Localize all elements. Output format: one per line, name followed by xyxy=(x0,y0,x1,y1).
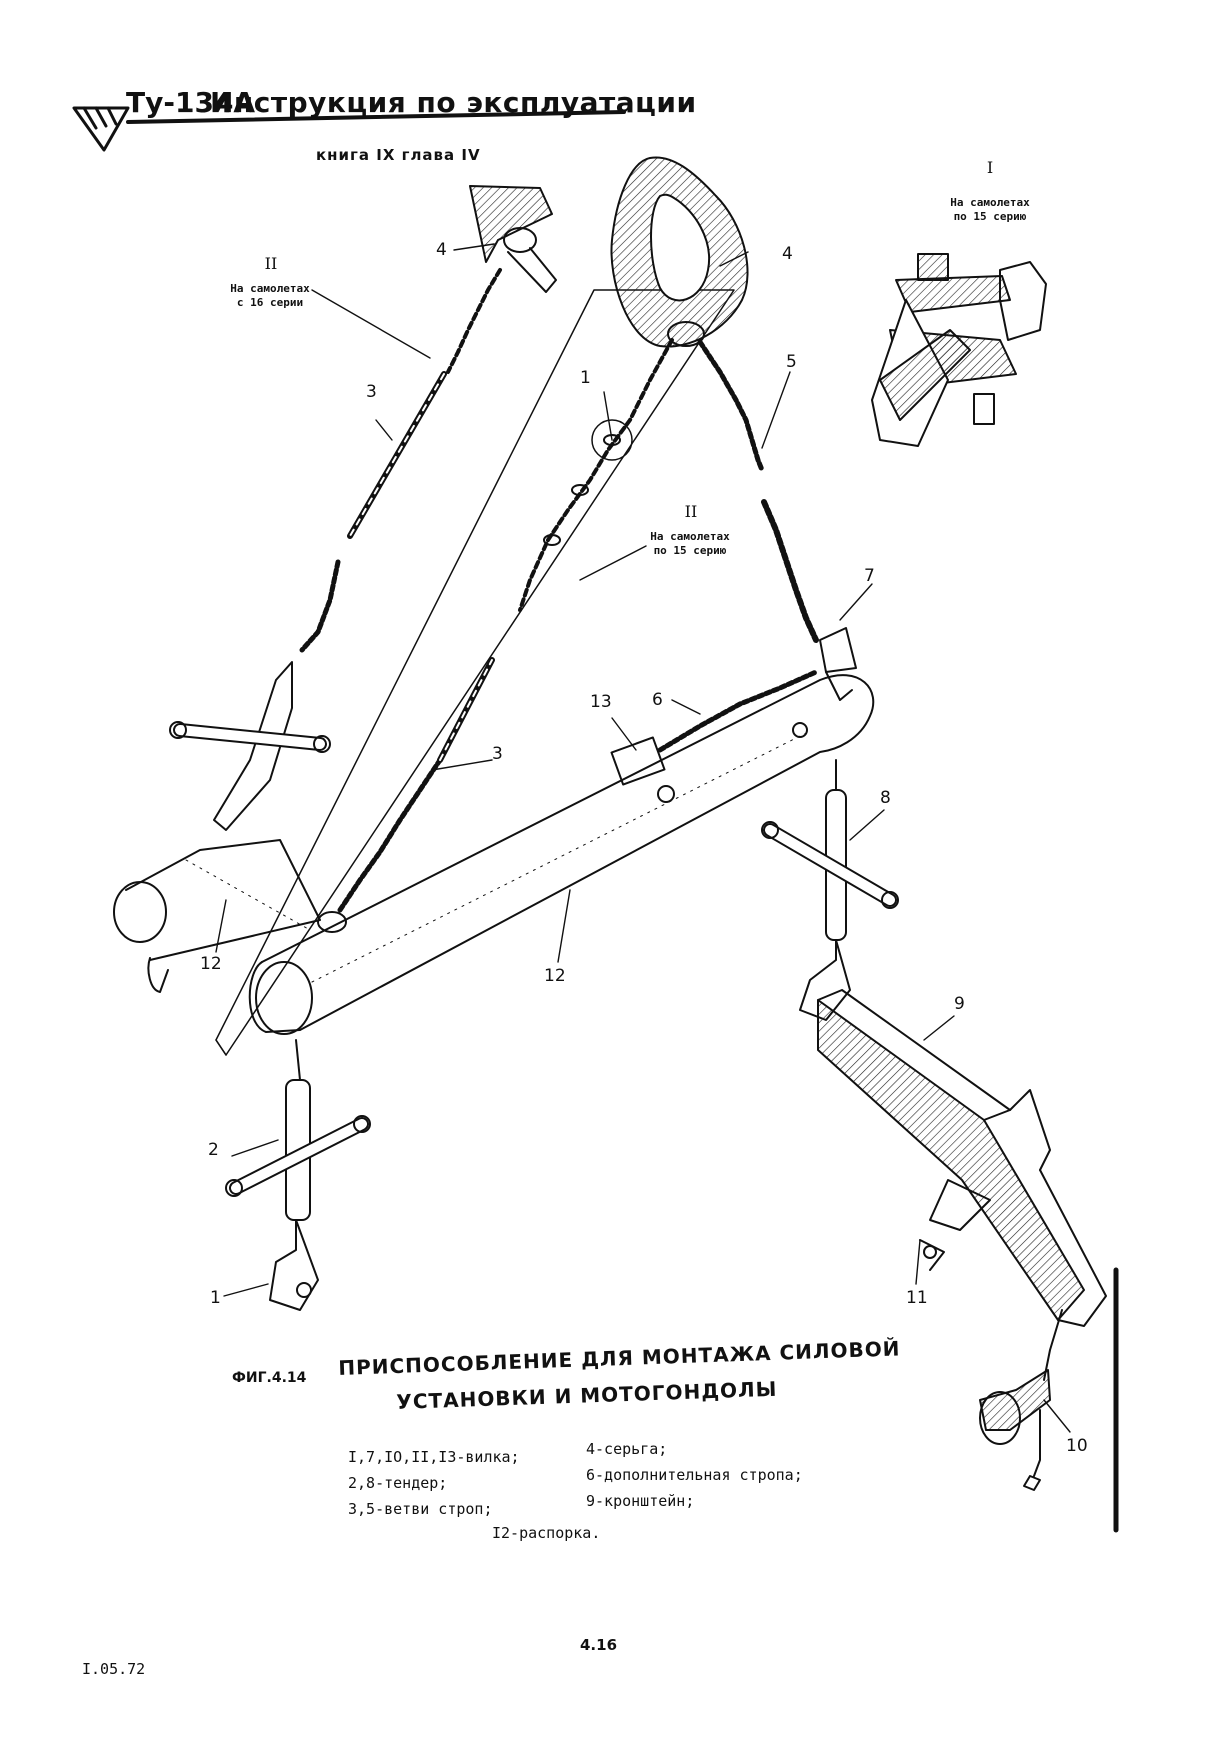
detail-ii-center-note: На самолетах по 15 серию xyxy=(620,530,760,558)
legend-last-item: I2-распорка. xyxy=(492,1524,601,1542)
upper-left-tender xyxy=(169,559,341,831)
detail-i-note-line2: по 15 серию xyxy=(953,210,1027,223)
fork-ten xyxy=(979,1309,1063,1491)
beam-sling xyxy=(317,657,819,933)
aircraft-model: Ту-134А xyxy=(126,86,256,119)
callout-5: 5 xyxy=(786,352,797,372)
callout-1-lower: 1 xyxy=(210,1288,221,1308)
left-sling-branch xyxy=(347,268,502,539)
detail-i-note: На самолетах по 15 серию xyxy=(910,196,1070,224)
callout-1-upper: 1 xyxy=(580,368,591,388)
callout-12-center: 12 xyxy=(544,966,566,986)
top-shackle xyxy=(610,156,749,348)
bracket-nine xyxy=(817,989,1107,1327)
callout-11: 11 xyxy=(906,1288,928,1308)
callout-6: 6 xyxy=(652,690,663,710)
legend-item: I,7,IO,II,I3-вилка; xyxy=(348,1448,520,1466)
legend-item: 6-дополнительная стропа; xyxy=(586,1466,803,1484)
legend-item: 2,8-тендер; xyxy=(348,1474,448,1492)
detail-ii-left-numeral: II xyxy=(264,254,278,273)
left-beam-section xyxy=(113,839,321,993)
logo-triangle xyxy=(72,106,626,152)
spreader-beam xyxy=(248,674,875,1035)
revision-date: I.05.72 xyxy=(82,1660,146,1678)
legend-item: 4-серьга; xyxy=(586,1440,668,1458)
lower-left-tender xyxy=(225,1039,371,1311)
callout-7: 7 xyxy=(864,566,875,586)
callout-4-left: 4 xyxy=(436,240,447,260)
callout-3-upper: 3 xyxy=(366,382,377,402)
callout-4-top: 4 xyxy=(782,244,793,264)
legend-column-1: I,7,IO,II,I3-вилка; 2,8-тендер; 3,5-ветв… xyxy=(348,1444,520,1522)
page-number: 4.16 xyxy=(580,1636,618,1654)
detail-ii-center-note-line1: На самолетах xyxy=(650,530,730,543)
callout-10: 10 xyxy=(1066,1436,1088,1456)
center-sling xyxy=(518,338,765,612)
top-left-bracket xyxy=(469,185,557,293)
legend-item: 3,5-ветви строп; xyxy=(348,1500,493,1518)
detail-clamp xyxy=(871,253,1047,447)
detail-i-numeral: I xyxy=(986,158,994,177)
right-rope xyxy=(761,499,857,701)
detail-ii-center-numeral: II xyxy=(684,502,698,521)
callout-13: 13 xyxy=(590,692,612,712)
legend-column-2: 4-серьга; 6-дополнительная стропа; 9-кро… xyxy=(586,1436,803,1514)
callout-3-lower: 3 xyxy=(492,744,503,764)
callout-9: 9 xyxy=(954,994,965,1014)
detail-ii-left-note-line2: с 16 серии xyxy=(236,296,304,309)
callout-12-left: 12 xyxy=(200,954,222,974)
callout-8: 8 xyxy=(880,788,891,808)
leader-lines xyxy=(215,243,1071,1433)
callout-2: 2 xyxy=(208,1140,219,1160)
detail-ii-left-note: На самолетах с 16 серии xyxy=(200,282,340,310)
chapter-subtitle: книга IX глава IV xyxy=(316,146,481,164)
detail-i-note-line1: На самолетах xyxy=(950,196,1030,209)
detail-ii-center-note-line2: по 15 серию xyxy=(653,544,727,557)
detail-ii-left-note-line1: На самолетах xyxy=(230,282,310,295)
figure-number: ФИГ.4.14 xyxy=(232,1370,307,1386)
right-tender xyxy=(761,759,899,1021)
legend-item: 9-кронштейн; xyxy=(586,1492,695,1510)
document-title: Инструкция по эксплуатации xyxy=(210,86,697,119)
section-panel xyxy=(215,289,735,1056)
